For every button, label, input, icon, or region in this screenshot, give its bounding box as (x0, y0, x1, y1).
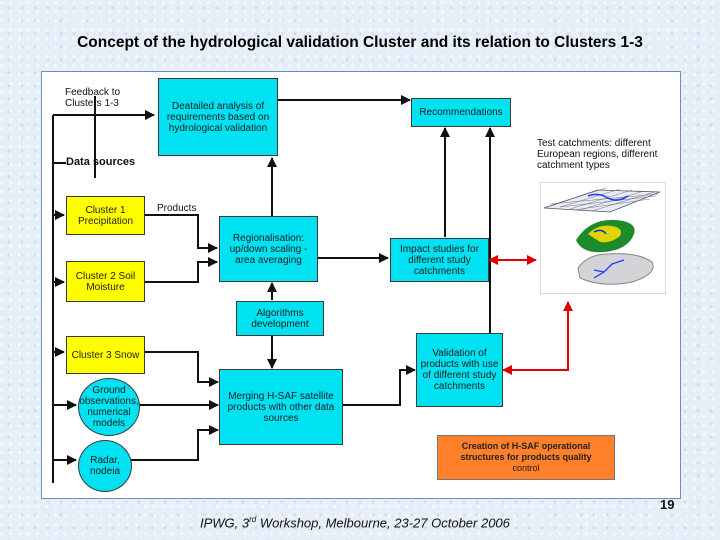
merging-node: Merging H-SAF satellite products with ot… (219, 369, 343, 445)
creation-node: Creation of H-SAF operational structures… (437, 435, 615, 480)
test-catchments-label: Test catchments: different European regi… (537, 138, 658, 171)
footer-text-sup: rd (249, 515, 257, 524)
cluster2-node: Cluster 2 Soil Moisture (66, 261, 145, 302)
footer: IPWG, 3rd Workshop, Melbourne, 23-27 Oct… (200, 515, 510, 530)
cluster1-node: Cluster 1 Precipitation (66, 196, 145, 235)
algorithms-node: Algorithms development (236, 301, 324, 336)
footer-text-post: Workshop, Melbourne, 23-27 October 2006 (256, 515, 510, 531)
detailed-analysis-node: Deatailed analysis of requirements based… (158, 78, 278, 156)
regionalisation-node: Regionalisation: up/down scaling - area … (219, 216, 318, 282)
recommendations-node: Recommendations (411, 98, 511, 127)
cluster3-node: Cluster 3 Snow (66, 336, 145, 374)
catchment-grid (543, 187, 661, 213)
radar-node: Radar, nodeia (78, 440, 132, 492)
slide-title: Concept of the hydrological validation C… (77, 34, 643, 51)
catchment-maps-image (540, 182, 666, 294)
catchment-outline (577, 253, 654, 285)
validation-node: Validation of products with use of diffe… (416, 333, 503, 407)
feedback-label: Feedback to Clusters 1-3 (65, 87, 121, 109)
creation-node-text: Creation of H-SAF operational structures… (460, 441, 592, 462)
catchment-terrain (576, 219, 635, 253)
impact-studies-node: Impact studies for different study catch… (390, 238, 489, 282)
products-label: Products (157, 203, 197, 214)
page-number: 19 (660, 497, 675, 512)
ground-observations-node: Ground observations, numerical models (78, 378, 140, 436)
creation-node-subtext: control (512, 463, 540, 473)
data-sources-label: Data sources (66, 156, 136, 168)
footer-text-pre: IPWG, 3 (200, 515, 250, 531)
